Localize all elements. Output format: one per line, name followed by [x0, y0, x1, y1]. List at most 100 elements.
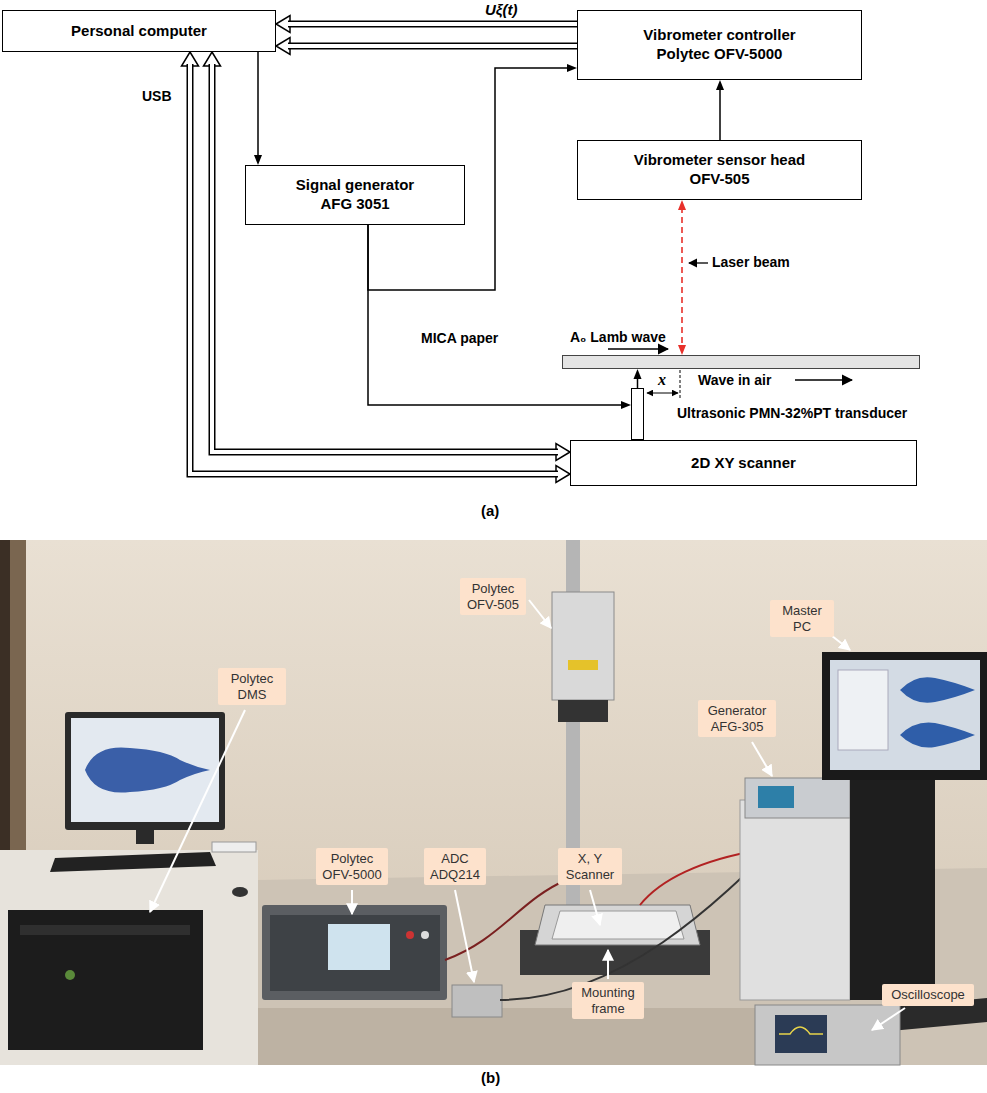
controller-panel	[270, 915, 440, 991]
transducer-element: Ultrasonic PMN-32%PT transducer	[631, 388, 644, 440]
callout-text: Polytec DMS	[222, 671, 282, 702]
beam-label: Laser beam	[712, 254, 790, 270]
arrow-head	[678, 200, 686, 210]
callout-tag: Mounting frame	[572, 982, 644, 1019]
oscilloscope-screen	[775, 1015, 827, 1053]
callout-text: Generator AFG-305	[702, 703, 772, 734]
mica-paper-strip: MICA paper	[562, 355, 920, 369]
node-label: Ultrasonic PMN-32%PT transducer	[677, 405, 907, 421]
leader-arrow	[455, 890, 474, 982]
leader-arrow	[150, 710, 245, 912]
software-panel	[838, 670, 888, 750]
callout-tag: Oscilloscope	[882, 984, 974, 1006]
connector-core	[212, 64, 558, 452]
node-label: MICA paper	[421, 330, 498, 346]
connector-line	[368, 225, 624, 405]
keyboard	[50, 852, 216, 872]
arrow-head	[716, 80, 724, 90]
arrow-head	[567, 64, 577, 72]
callout-tag: X, Y Scanner	[558, 848, 622, 885]
connector-line	[719, 87, 721, 140]
edge-label: Uξ(t)	[483, 1, 520, 18]
node-label: Signal generator AFG 3051	[280, 176, 430, 214]
callout-text: ADC ADQ214	[428, 851, 482, 882]
rack-panel	[20, 925, 190, 935]
power-socket	[212, 842, 256, 852]
wave-label: Wave in air	[698, 372, 771, 388]
arrow-head	[634, 369, 642, 379]
scope-trace	[779, 1027, 823, 1034]
master-monitor	[822, 652, 987, 780]
left-desk	[0, 850, 258, 1065]
wave-label: A₀ Lamb wave	[570, 329, 666, 345]
oscilloscope-device	[755, 1005, 900, 1065]
connector	[368, 225, 631, 409]
waveform-plot	[900, 723, 975, 748]
connector	[204, 52, 571, 461]
connector	[276, 38, 577, 55]
connector	[678, 200, 686, 355]
connector-core	[288, 44, 577, 48]
controller-knob	[406, 931, 414, 939]
pc-tower	[850, 780, 935, 1000]
sensor-head	[552, 592, 614, 700]
arrow-head	[254, 155, 262, 165]
callout-text: Master PC	[774, 603, 830, 634]
air-wave-arrow	[795, 379, 852, 381]
warning-sticker	[568, 660, 598, 670]
adc-box	[452, 985, 502, 1017]
node-label: 2D XY scanner	[691, 454, 796, 473]
leader-arrow	[689, 262, 708, 263]
connector-core	[288, 22, 577, 26]
connector-outline	[288, 21, 577, 28]
callout-tag: Generator AFG-305	[698, 700, 776, 737]
dms-rack	[8, 910, 203, 1050]
arrow-head	[276, 38, 290, 55]
arrow-head	[204, 52, 221, 66]
arrow-head	[556, 444, 570, 461]
process-box: Vibrometer controller Polytec OFV-5000	[577, 10, 862, 80]
paper-sample	[552, 911, 684, 939]
dimension-arrow	[647, 393, 678, 394]
master-screen	[830, 660, 980, 770]
cable	[500, 840, 780, 1000]
arrow-head	[276, 16, 290, 33]
connector-line	[681, 207, 683, 348]
cable	[445, 880, 566, 960]
left-monitor	[65, 712, 225, 830]
controller-device	[262, 905, 447, 1000]
table-front	[258, 1008, 758, 1065]
connector-outline	[288, 43, 577, 50]
callout-tag: Master PC	[770, 600, 834, 637]
pc-case	[740, 800, 850, 1000]
callout-text: Mounting frame	[576, 985, 640, 1016]
process-box: Signal generator AFG 3051	[245, 165, 465, 225]
connector	[182, 52, 571, 483]
callout-tag: Polytec OFV-505	[460, 578, 526, 615]
callout-tag: Polytec DMS	[218, 668, 286, 705]
controller-screen	[328, 924, 390, 970]
generator-screen	[758, 786, 794, 808]
connector	[254, 52, 262, 165]
callout-text: Oscilloscope	[886, 987, 970, 1003]
monitor-stand	[136, 830, 154, 844]
leader-arrow	[607, 950, 609, 979]
mouse	[232, 887, 248, 897]
callout-text: Polytec OFV-5000	[320, 851, 384, 882]
callout-tag: ADC ADQ214	[424, 848, 486, 885]
process-box: Personal computer	[2, 10, 276, 52]
leader-arrow	[529, 600, 551, 628]
callout-text: X, Y Scanner	[562, 851, 618, 882]
leader-arrow	[752, 742, 772, 776]
connector	[716, 80, 724, 140]
connector-core	[190, 64, 558, 474]
controller-knob	[421, 931, 429, 939]
node-label: Personal computer	[71, 22, 207, 41]
node-label: Vibrometer sensor head OFV-505	[632, 151, 807, 189]
waveform-plot	[900, 677, 975, 703]
connector-line	[257, 52, 259, 158]
rack-led	[65, 970, 75, 980]
callout-tag: Polytec OFV-5000	[316, 848, 388, 885]
callout-text: Polytec OFV-505	[464, 581, 522, 612]
edge-label: USB	[140, 88, 174, 104]
